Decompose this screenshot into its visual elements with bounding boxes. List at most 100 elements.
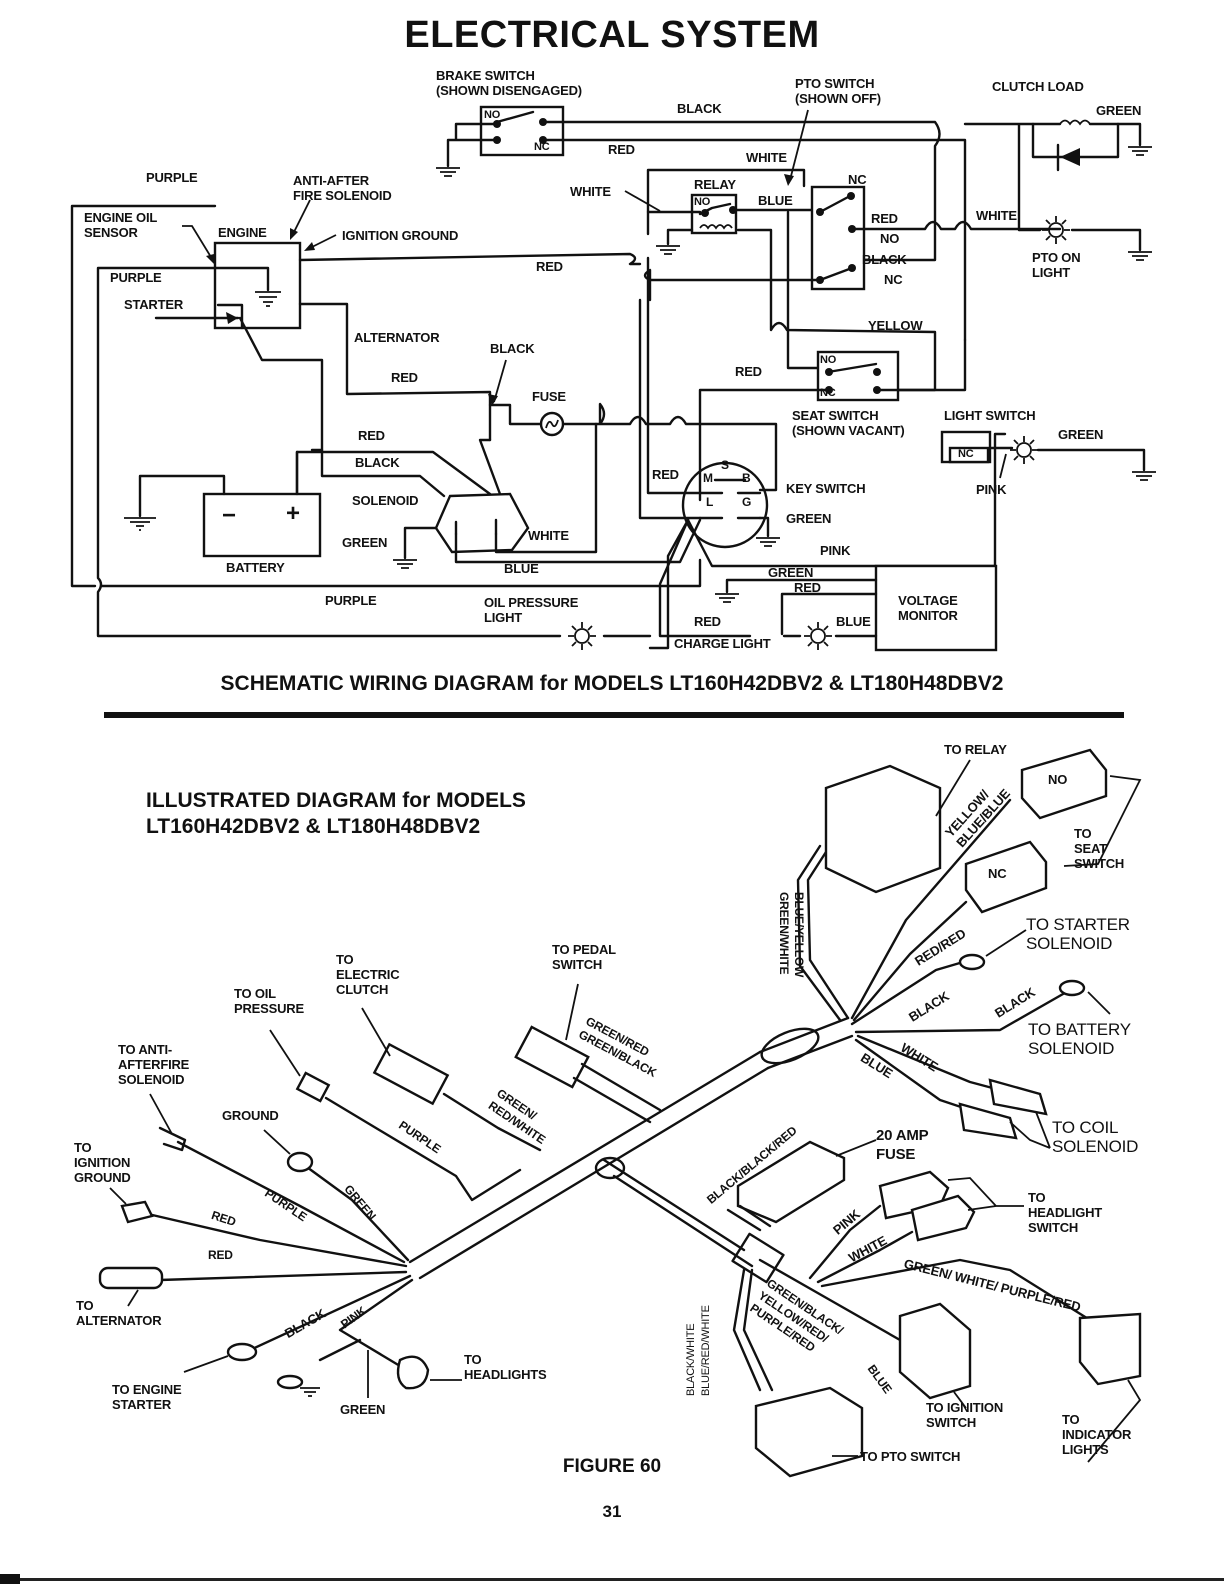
charge-light-icon (804, 622, 832, 650)
wire-label-red: RED (358, 428, 385, 443)
wire-red-monitor (780, 592, 878, 636)
wire-label-black: BLACK (862, 252, 907, 267)
pto-contact (816, 208, 824, 216)
starter-wire (238, 316, 324, 452)
clutch-ground-symbol (1128, 146, 1152, 156)
to-engine-starter-label: TO ENGINE STARTER (112, 1382, 182, 1412)
key-ground-symbol (756, 537, 780, 547)
wire-label-red: RED (208, 1248, 233, 1262)
to-alternator-arrow (127, 1289, 139, 1307)
voltage-monitor-label: VOLTAGE MONITOR (898, 593, 958, 623)
wire-purple-anti-afterfire (176, 1140, 406, 1264)
engine-oil-sensor-label: ENGINE OIL SENSOR (84, 210, 158, 240)
starter-solenoid-ring (958, 953, 986, 971)
to-oil-pressure-label: TO OIL PRESSURE (234, 986, 304, 1016)
fuse-holder (736, 1140, 846, 1224)
wire-green-solenoid (403, 526, 438, 560)
wire-red-seat (875, 338, 967, 392)
wire-black-solenoid (320, 448, 446, 498)
light-switch-nc-label: NC (958, 448, 974, 460)
to-electric-clutch-arrow (361, 1007, 391, 1057)
white-relay-arrow (624, 190, 661, 212)
pto-switch-label: PTO SWITCH (SHOWN OFF) (795, 76, 881, 106)
pto-contact (848, 264, 856, 272)
to-anti-afterfire-arrow (149, 1093, 173, 1135)
corner-mark (0, 1574, 20, 1584)
wire-label-red: RED (536, 259, 563, 274)
anti-afterfire-terminal (158, 1126, 187, 1152)
key-l-label: L (706, 495, 714, 509)
wire-label-blue: BLUE (758, 193, 793, 208)
relay-coil (699, 224, 733, 230)
relay-label: RELAY (694, 177, 736, 192)
wire-green-light-switch (1036, 448, 1146, 472)
twenty-amp-fuse-label: 20 AMP FUSE (876, 1127, 929, 1163)
wire-label-black: BLACK (355, 455, 400, 470)
engine-oil-sensor-arrow (182, 225, 215, 263)
pto-lever-bottom (818, 266, 854, 282)
to-anti-afterfire-label: TO ANTI- AFTERFIRE SOLENOID (118, 1042, 190, 1087)
to-alternator-label: TO ALTERNATOR (76, 1298, 162, 1328)
black-fuse-arrowhead (488, 394, 498, 406)
wire-indicator (820, 1258, 1092, 1322)
wire-purple-outer (70, 204, 702, 588)
wire-label-green: GREEN (1058, 427, 1104, 442)
wire-black-top (541, 120, 941, 262)
wire-label-green: GREEN (1096, 103, 1142, 118)
wire-red-ignition-ground (146, 1212, 408, 1268)
to-headlights-label: TO HEADLIGHTS (464, 1352, 547, 1382)
pto-switch-connector (754, 1386, 864, 1478)
wire-label-white: WHITE (976, 208, 1017, 223)
pedal-switch-connector (514, 1025, 590, 1089)
pto-contact (847, 192, 855, 200)
to-seat-switch-label: TO SEAT SWITCH (1074, 826, 1125, 871)
relay-ground-symbol (656, 245, 680, 255)
seat-switch-label: SEAT SWITCH (SHOWN VACANT) (792, 408, 905, 438)
to-headlight-switch-arrow (947, 1177, 1024, 1211)
pto-nc-label: NC (848, 172, 867, 187)
page-number: 31 (602, 1502, 622, 1521)
seat-switch-lever (826, 362, 878, 374)
wire-label-white: WHITE (570, 184, 611, 199)
wire-label-red: RED (652, 467, 679, 482)
schematic-caption: SCHEMATIC WIRING DIAGRAM for MODELS LT16… (220, 672, 1004, 695)
wire-white-solenoid (494, 422, 598, 554)
pto-switch-arrowhead (784, 174, 794, 186)
wire-pink-hl (808, 1204, 882, 1280)
voltage-monitor-box (874, 564, 998, 652)
green-headlight-label: GREEN (340, 1402, 386, 1417)
brake-switch-label: BRAKE SWITCH (SHOWN DISENGAGED) (436, 68, 582, 98)
wire-red-alternator (158, 1270, 408, 1282)
to-indicator-arrow (1087, 1379, 1142, 1463)
key-g-label: G (742, 495, 752, 509)
seat-nc-connector (964, 840, 1048, 914)
headlight-ground-terminal (276, 1374, 304, 1390)
monitor-ground-symbol (715, 593, 739, 603)
harness-trunk (408, 1050, 770, 1280)
wire-green-white-relay (796, 844, 842, 1022)
solenoid-ground-symbol (393, 559, 417, 569)
wire-label-black: BLACK (677, 101, 722, 116)
wire-key-oil-light (648, 518, 690, 650)
to-fuse-arrow (835, 1139, 877, 1157)
to-coil-solenoid-arrow (1009, 1111, 1051, 1149)
key-switch-circle (681, 461, 769, 549)
solenoid-label: SOLENOID (352, 493, 419, 508)
wire-clutch (963, 122, 1062, 232)
to-ignition-switch-arrow (953, 1391, 967, 1409)
to-headlight-switch-label: TO HEADLIGHT SWITCH (1028, 1190, 1103, 1235)
headlight-connector (396, 1355, 430, 1390)
to-starter-solenoid-arrow (985, 929, 1027, 957)
ignition-switch-connector (898, 1302, 972, 1400)
key-m-label: M (703, 471, 713, 485)
to-pto-switch-label: TO PTO SWITCH (860, 1449, 961, 1464)
wire-red-key (646, 256, 702, 495)
wire-label-black: BLACK (490, 341, 535, 356)
wire-label-red: RED (794, 580, 821, 595)
wire-label-pink: PINK (976, 482, 1007, 497)
seat-contact (825, 368, 833, 376)
alternator-label: ALTERNATOR (354, 330, 440, 345)
anti-afterfire-arrowhead (290, 228, 298, 240)
electric-clutch-connector (372, 1042, 450, 1106)
key-switch-label: KEY SWITCH (786, 481, 866, 496)
